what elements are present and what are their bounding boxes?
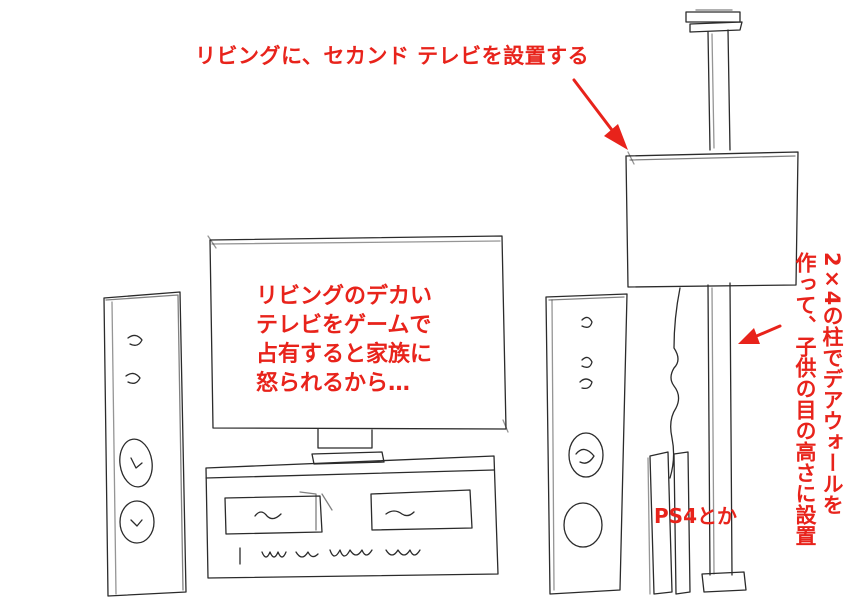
big-tv (207, 235, 509, 465)
tv-console (205, 455, 499, 579)
left-speaker (103, 291, 187, 597)
annotation-vertical-1: 2×4の柱でデアウォールを (820, 252, 844, 516)
annotation-tv-line: 占有すると家族に (256, 342, 433, 367)
arrow-to-pillar (738, 324, 782, 344)
arrow-to-second-tv (572, 78, 628, 150)
annotation-tv-line: 怒られるから… (256, 371, 411, 396)
ps4-console (647, 451, 691, 595)
cable (669, 287, 681, 479)
annotation-vertical-2: 作って、子供の目の高さに設置 (793, 252, 817, 546)
second-tv (625, 151, 799, 288)
right-speaker (545, 293, 628, 595)
annotation-ps4: PS4とか (654, 504, 737, 528)
annotation-tv-line: テレビをゲームで (256, 313, 432, 338)
annotation-tv: リビングのデカい テレビをゲームで 占有すると家族に 怒られるから… (256, 282, 432, 398)
annotation-tv-line: リビングのデカい (256, 284, 433, 309)
annotation-top: リビングに、セカンド テレビを設置する (195, 44, 590, 68)
pillar (685, 9, 747, 593)
